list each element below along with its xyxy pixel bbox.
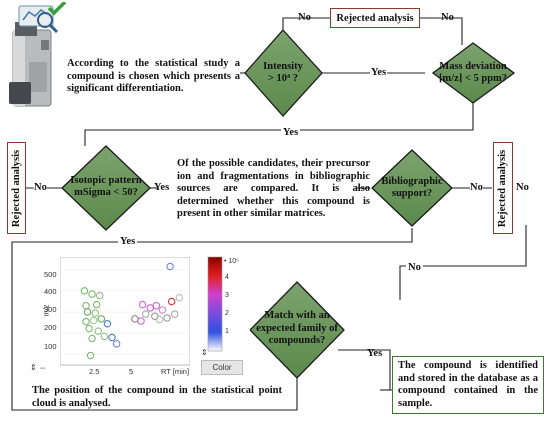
edge-yes-isotopic: Yes	[154, 182, 170, 193]
candidates-text: Of the possible candidates, their precur…	[177, 158, 370, 219]
ytick-300: 300	[44, 305, 57, 314]
scatter-point	[88, 290, 96, 298]
mass-deviation-decision: Mass deviation [m/z] < 5 ppm?	[430, 59, 516, 87]
match-line3: compounds?	[268, 335, 326, 347]
result-box: The compound is identified and stored in…	[392, 356, 544, 414]
scatter-point	[158, 306, 167, 314]
colorbar-tick-1: 1	[225, 328, 229, 335]
scatter-point	[89, 316, 98, 325]
scatter-point	[170, 310, 179, 318]
mass-deviation-line1: Mass deviation	[439, 60, 507, 72]
scatter-point	[155, 315, 164, 324]
isotopic-line2: mSigma < 50?	[74, 187, 138, 198]
xtick-2.5: 2.5	[89, 367, 100, 376]
edge-no-match: No	[406, 262, 423, 273]
scatter-point	[86, 351, 95, 360]
scatter-xlabel: RT [min]	[161, 367, 190, 376]
scatter-point	[82, 317, 90, 326]
scatter-point	[166, 262, 174, 271]
scatter-point	[100, 332, 109, 341]
intensity-line1: Intensity	[263, 60, 303, 72]
edge-yes-match: Yes	[367, 348, 383, 359]
scatter-point	[112, 340, 121, 348]
xtick-5: 5	[129, 367, 134, 376]
colorbar-tick-top: • 10⁵	[224, 258, 240, 265]
scatter-point	[141, 310, 150, 318]
scatter-point	[94, 327, 102, 335]
scatter-nav-icon[interactable]: ⇕ ⇔	[30, 363, 47, 372]
mass-spectrometer-icon	[9, 2, 67, 107]
intensity-decision: Intensity > 10⁴ ?	[255, 57, 311, 89]
edge-yes-intensity: Yes	[370, 67, 388, 78]
ytick-100: 100	[44, 342, 57, 351]
scatter-point	[138, 300, 147, 309]
scatter-point	[91, 309, 99, 317]
scatter-point	[175, 293, 184, 302]
colorbar-tick-4: 4	[225, 274, 229, 281]
colorbar-tick-2: 2	[225, 310, 229, 317]
ytick-500: 500	[44, 270, 57, 279]
scatter-point	[163, 314, 171, 322]
edge-no-bibliographic: No	[470, 182, 483, 193]
edge-no-isotopic: No	[34, 182, 47, 193]
match-decision: Match with an expected family of compoun…	[252, 309, 342, 349]
color-button[interactable]: Color	[201, 360, 243, 375]
scatter-point	[96, 291, 104, 300]
scatter-point	[167, 297, 176, 306]
rejected-analysis-left: Rejected analysis	[7, 142, 26, 234]
isotopic-decision: Isotopic pattern mSigma < 50?	[62, 173, 150, 201]
scatter-point	[88, 334, 96, 343]
isotopic-line1: Isotopic pattern	[70, 174, 142, 186]
match-line2: expected family of	[256, 322, 338, 334]
scatter-point	[137, 317, 145, 325]
scatter-point	[103, 319, 112, 328]
edge-no-top-left: No	[298, 12, 311, 23]
intro-text: According to the statistical study a com…	[67, 58, 240, 94]
edge-yes-mass: Yes	[281, 127, 301, 138]
position-text: The position of the compound in the stat…	[32, 385, 282, 409]
colorbar	[207, 256, 223, 352]
bibliographic-line2: support?	[391, 188, 433, 199]
colorbar-tick-3: 3	[225, 292, 229, 299]
match-line1: Match with an	[264, 310, 330, 322]
mass-deviation-line2: [m/z] < 5 ppm?	[438, 73, 508, 84]
bibliographic-line1: Bibliographic	[381, 175, 443, 187]
ytick-200: 200	[44, 323, 57, 332]
scatter-plot	[60, 257, 190, 366]
rejected-analysis-top: Rejected analysis	[330, 8, 420, 28]
colorbar-toggle-icon[interactable]: ⇕	[201, 348, 208, 357]
rejected-analysis-right: Rejected analysis	[493, 142, 513, 234]
scatter-point	[83, 308, 92, 316]
rejected-top-label: Rejected analysis	[336, 12, 414, 24]
edge-no-top-right: No	[441, 12, 454, 23]
bibliographic-decision: Bibliographic support?	[378, 174, 446, 202]
edge-yes-bibliographic: Yes	[118, 236, 138, 247]
scatter-point	[80, 287, 89, 295]
scatter-point	[85, 324, 93, 333]
rejected-right-label: Rejected analysis	[497, 149, 509, 227]
rejected-left-label: Rejected analysis	[11, 149, 22, 227]
scatter-point	[97, 315, 106, 323]
scatter-point	[92, 300, 101, 309]
scatter-point	[152, 301, 161, 310]
color-button-label: Color	[212, 363, 232, 372]
intensity-line2: > 10⁴ ?	[267, 73, 299, 84]
edge-no-right: No	[516, 182, 529, 193]
scatter-point	[108, 333, 116, 342]
ytick-400: 400	[44, 287, 57, 296]
